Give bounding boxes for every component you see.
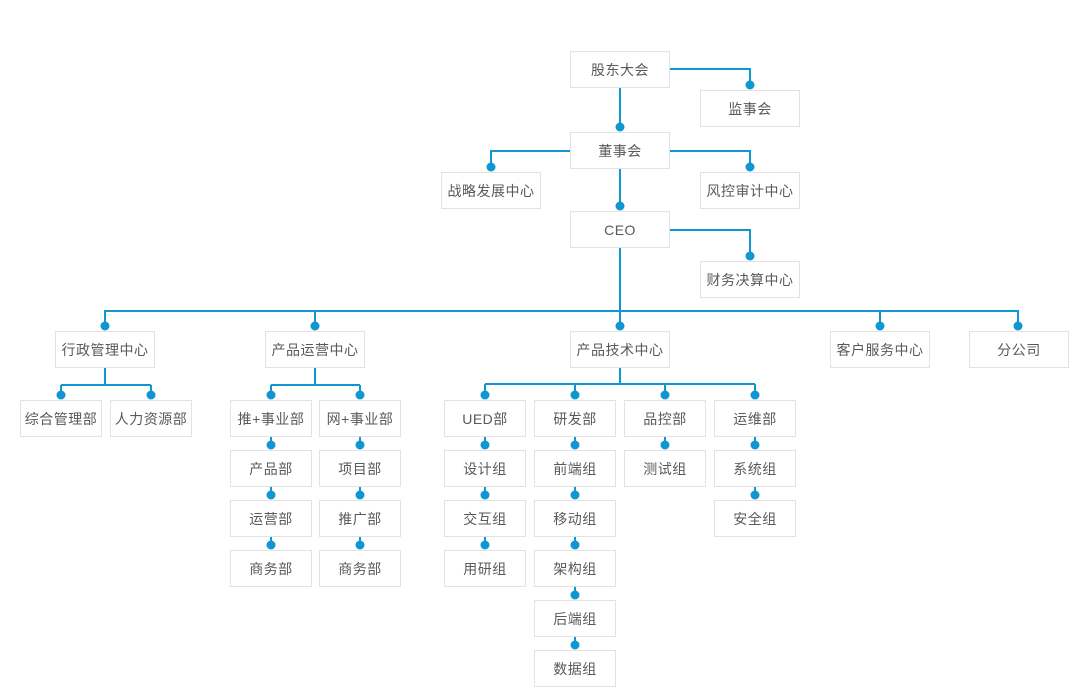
org-node-architecture-team: 架构组 [534,550,616,587]
connector-dot [355,490,365,500]
connector-dot [615,201,625,211]
connector-dot [570,540,580,550]
org-node-mobile-team: 移动组 [534,500,616,537]
org-node-finance-center: 财务决算中心 [700,261,800,298]
connector-dot [570,590,580,600]
connector-dot [355,390,365,400]
org-node-rd-dept: 研发部 [534,400,616,437]
org-node-ceo: CEO [570,211,670,248]
connector-line [60,368,152,395]
connector-dot [486,162,496,172]
connector-line [670,229,751,256]
connector-dot [480,540,490,550]
org-node-product-tech-center: 产品技术中心 [570,331,670,368]
org-node-branch-company: 分公司 [969,331,1069,368]
connector-dot [750,490,760,500]
connector-dot [875,321,885,331]
connector-dot [615,122,625,132]
connector-dot [480,490,490,500]
org-node-ued-dept: UED部 [444,400,526,437]
org-node-product-ops-center: 产品运营中心 [265,331,365,368]
org-node-product-dept: 产品部 [230,450,312,487]
connector-dot [745,251,755,261]
connector-dot [480,440,490,450]
connector-dot [355,440,365,450]
connector-dot [615,321,625,331]
org-node-board-of-directors: 董事会 [570,132,670,169]
connector-line [270,368,361,395]
org-node-om-dept: 运维部 [714,400,796,437]
connector-dot [1013,321,1023,331]
org-node-supervisory-board: 监事会 [700,90,800,127]
connector-dot [100,321,110,331]
connector-dot [660,440,670,450]
connector-line [104,310,1019,326]
org-node-system-team: 系统组 [714,450,796,487]
connector-line [670,68,751,85]
connector-dot [56,390,66,400]
connector-dot [266,390,276,400]
org-node-operation-dept: 运营部 [230,500,312,537]
org-node-design-team: 设计组 [444,450,526,487]
org-node-qc-dept: 品控部 [624,400,706,437]
org-node-business-dept-2: 商务部 [319,550,401,587]
connector-dot [745,80,755,90]
connector-dot [750,390,760,400]
connector-dot [266,440,276,450]
connector-dot [266,490,276,500]
connector-dot [570,390,580,400]
connector-line [670,150,751,167]
org-node-hr-dept: 人力资源部 [110,400,192,437]
connector-dot [480,390,490,400]
org-node-shareholders-meeting: 股东大会 [570,51,670,88]
connector-dot [750,440,760,450]
org-node-interaction-team: 交互组 [444,500,526,537]
connector-dot [570,640,580,650]
org-node-data-team: 数据组 [534,650,616,687]
org-node-customer-service-center: 客户服务中心 [830,331,930,368]
connector-dot [310,321,320,331]
connector-dot [570,440,580,450]
connector-dot [266,540,276,550]
org-node-frontend-team: 前端组 [534,450,616,487]
org-node-backend-team: 后端组 [534,600,616,637]
org-node-test-team: 测试组 [624,450,706,487]
connector-dot [570,490,580,500]
org-node-strategy-center: 战略发展中心 [441,172,541,209]
org-node-business-dept-1: 商务部 [230,550,312,587]
org-node-security-team: 安全组 [714,500,796,537]
connector-line [484,368,756,395]
org-node-admin-center: 行政管理中心 [55,331,155,368]
connector-dot [745,162,755,172]
org-node-promotion-dept: 推广部 [319,500,401,537]
connector-dot [355,540,365,550]
connector-dot [146,390,156,400]
org-node-project-dept: 项目部 [319,450,401,487]
org-node-wang-division: 网+事业部 [319,400,401,437]
org-node-user-research-team: 用研组 [444,550,526,587]
org-node-risk-audit-center: 风控审计中心 [700,172,800,209]
connector-line [490,150,570,167]
connector-dot [660,390,670,400]
org-node-tui-division: 推+事业部 [230,400,312,437]
org-node-general-mgmt-dept: 综合管理部 [20,400,102,437]
